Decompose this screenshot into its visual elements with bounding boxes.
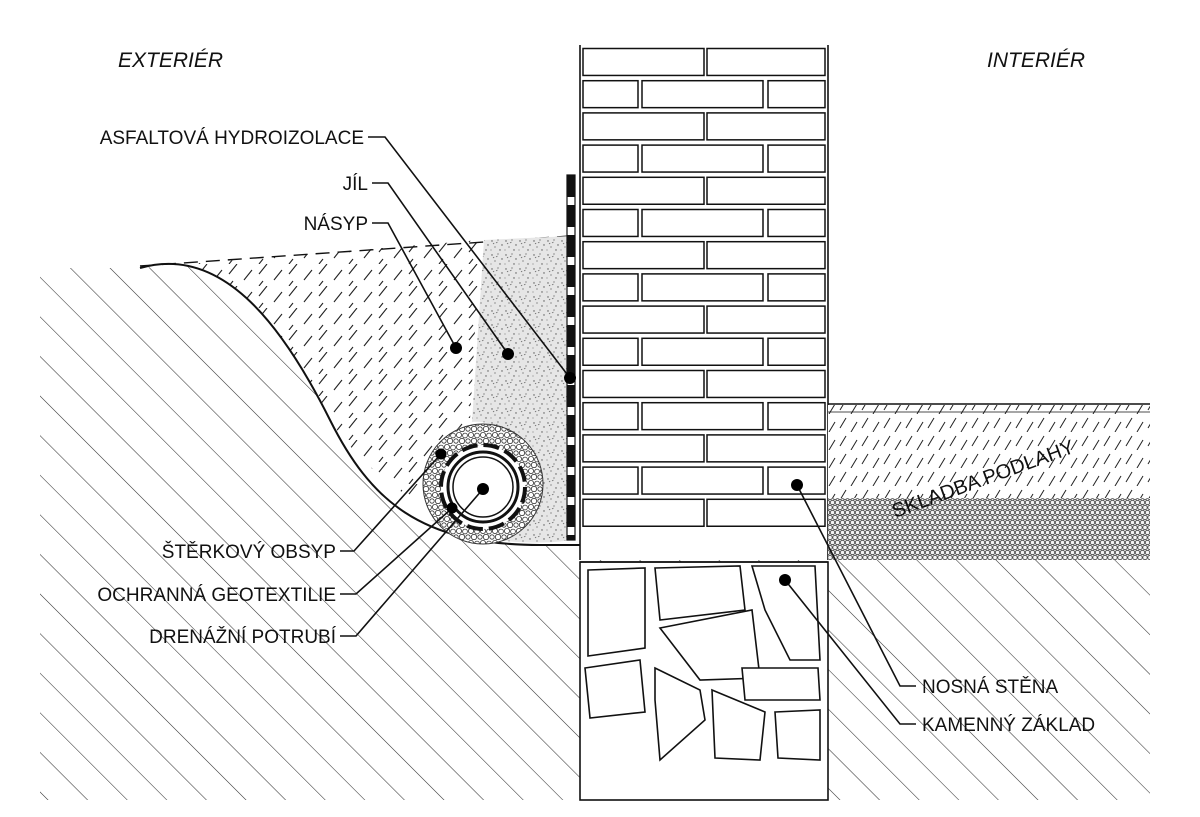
- dot-geotextile: [446, 502, 458, 514]
- leader-clay: [372, 182, 509, 355]
- dot-foundation: [779, 574, 791, 586]
- floor-gravel-layer: [828, 498, 1150, 560]
- leader-gravel: [340, 454, 441, 552]
- natural-soil: [40, 263, 580, 800]
- brick: [767, 273, 826, 302]
- brick: [582, 273, 639, 302]
- label-backfill: NÁSYP: [304, 214, 368, 235]
- label-drain-pipe: DRENÁŽNÍ POTRUBÍ: [149, 626, 337, 648]
- brick: [641, 273, 764, 302]
- brick: [582, 498, 705, 527]
- leader-asphalt: [368, 136, 571, 379]
- label-asphalt-waterproofing: ASFALTOVÁ HYDROIZOLACE: [100, 128, 364, 149]
- brick: [582, 240, 705, 270]
- leader-geotextile: [340, 509, 451, 595]
- brick: [641, 144, 764, 173]
- brick: [767, 337, 826, 366]
- brick: [641, 79, 764, 109]
- brick: [582, 176, 705, 206]
- brick: [582, 144, 639, 173]
- brick: [582, 337, 639, 366]
- backfill-hatch: [140, 240, 480, 500]
- dot-asphalt: [564, 372, 576, 384]
- brick: [767, 79, 826, 109]
- leader-backfill: [372, 222, 457, 349]
- interior-title: INTERIÉR: [987, 49, 1085, 72]
- label-clay: JÍL: [343, 174, 368, 195]
- brick: [582, 401, 639, 431]
- leader-foundation: [784, 579, 916, 725]
- brick: [582, 466, 639, 495]
- brick: [582, 434, 705, 463]
- brick: [641, 401, 764, 431]
- label-geotextile: OCHRANNÁ GEOTEXTILIE: [97, 585, 336, 606]
- brick: [767, 401, 826, 431]
- interior-soil: [830, 560, 1150, 800]
- brick: [706, 305, 826, 334]
- stone-foundation: [579, 561, 829, 801]
- floor-top-hatch: [828, 405, 1150, 498]
- brick: [582, 47, 705, 77]
- label-stone-foundation: KAMENNÝ ZÁKLAD: [922, 715, 1095, 736]
- leader-pipe: [340, 488, 484, 637]
- brick: [706, 47, 826, 77]
- brick: [582, 305, 705, 334]
- dot-wall: [791, 479, 803, 491]
- brick: [582, 208, 639, 238]
- brick: [582, 112, 705, 141]
- exterior-title: EXTERIÉR: [118, 49, 223, 72]
- brick: [706, 176, 826, 206]
- brick: [582, 369, 705, 399]
- brick: [706, 112, 826, 141]
- brick: [641, 337, 764, 366]
- brick: [767, 144, 826, 173]
- dot-clay: [502, 348, 514, 360]
- brick: [641, 208, 764, 238]
- brick: [706, 498, 826, 527]
- brick: [706, 369, 826, 399]
- brick: [706, 240, 826, 270]
- brick: [582, 79, 639, 109]
- label-gravel-bed: ŠTĚRKOVÝ OBSYP: [162, 541, 336, 563]
- dot-backfill: [450, 342, 462, 354]
- brick-wall: [579, 45, 829, 560]
- brick: [641, 466, 764, 495]
- brick: [767, 208, 826, 238]
- leader-wall: [796, 484, 916, 687]
- dot-gravel: [435, 448, 447, 460]
- dot-pipe: [477, 483, 489, 495]
- brick: [706, 434, 826, 463]
- label-load-bearing-wall: NOSNÁ STĚNA: [922, 676, 1059, 698]
